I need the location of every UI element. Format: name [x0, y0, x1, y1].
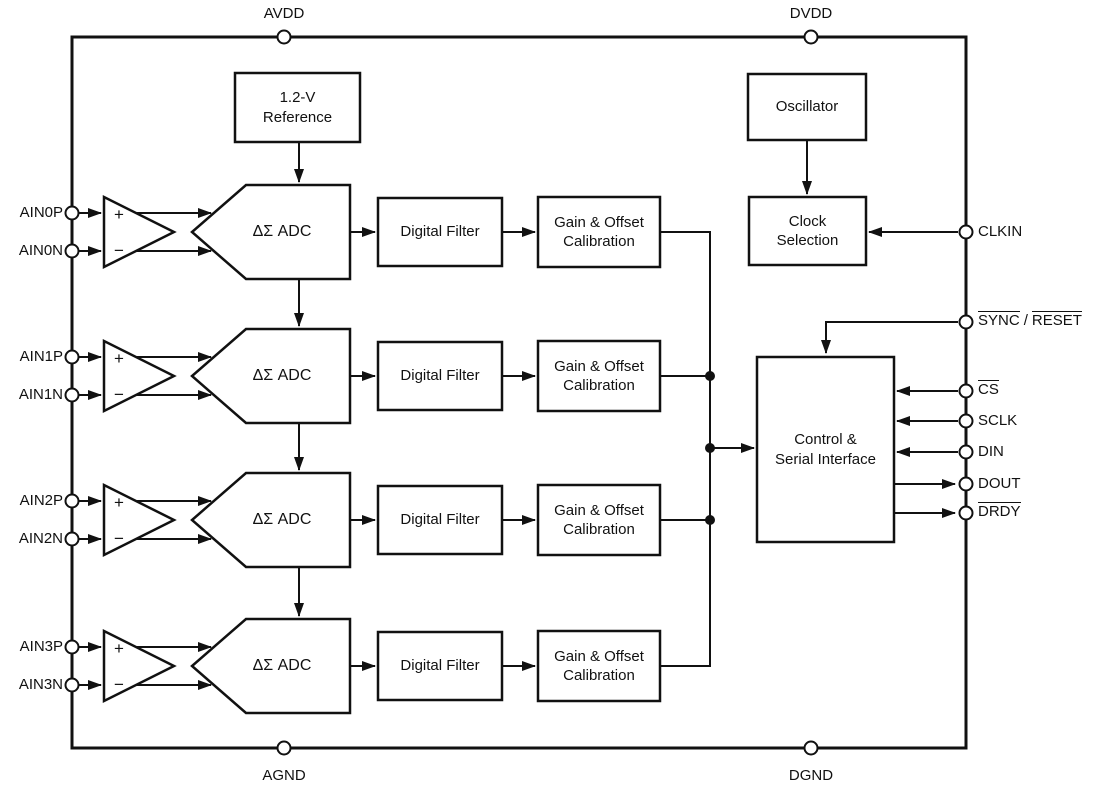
pga-minus-sign: −: [114, 675, 124, 694]
digital-filter-box: [376, 484, 504, 556]
avdd-terminal: [276, 29, 292, 45]
gain-offset-block-label: Gain & Offset Calibration: [554, 357, 644, 395]
adc-pentagon: [190, 617, 352, 715]
pin-label-ain3n: AIN3N: [18, 676, 63, 693]
pga-triangle: [102, 482, 177, 558]
digital-filter-block-label: Digital Filter: [400, 511, 480, 529]
gain-offset-block-label: Gain & Offset Calibration: [554, 213, 644, 251]
gain-offset-block-label: Gain & Offset Calibration: [554, 501, 644, 539]
pin-label-drdy: DRDY: [978, 502, 1021, 522]
channel-2-graphics: [64, 471, 711, 569]
pga-plus-sign: +: [114, 639, 124, 658]
digital-filter-box: [376, 196, 504, 268]
pga-minus-sign: −: [114, 385, 124, 404]
sync-reset-separator: /: [1023, 312, 1028, 329]
serial-interface-wires: [821, 227, 958, 518]
adc-pentagon: [190, 183, 352, 281]
digital-filter-block-label: Digital Filter: [400, 657, 480, 675]
clkin-terminal: [958, 224, 974, 240]
drdy-overlined: DRDY: [978, 502, 1021, 520]
pin-label-ain1p: AIN1P: [19, 348, 63, 365]
pga-triangle: [102, 338, 177, 414]
clock-selection-box: [747, 195, 868, 267]
pin-label-ain0n: AIN0N: [18, 242, 63, 259]
adc-block-label: ΔΣ ADC: [252, 656, 312, 674]
junction-dot: [705, 371, 715, 381]
sclk-terminal: [958, 413, 974, 429]
control-serial-block-label: Control & Serial Interface: [775, 431, 876, 468]
pga-minus-sign: −: [114, 241, 124, 260]
pin-terminal: [64, 531, 80, 547]
pin-terminal: [64, 639, 80, 655]
digital-filter-box: [376, 340, 504, 412]
cs-terminal: [958, 383, 974, 399]
digital-filter-block-label: Digital Filter: [400, 367, 480, 385]
clock-selection-block-label: Clock Selection: [776, 212, 839, 250]
sync-reset-terminal: [958, 314, 974, 330]
pga-minus-sign: −: [114, 529, 124, 548]
pga-triangle: [102, 194, 177, 270]
sync-reset-wire: [821, 321, 958, 354]
pin-label-din: DIN: [978, 443, 1004, 460]
agnd-terminal: [276, 740, 292, 756]
pin-label-avdd: AVDD: [263, 5, 305, 22]
adc-block-label: ΔΣ ADC: [252, 510, 312, 528]
pin-terminal: [64, 243, 80, 259]
oscillator-block-label: Oscillator: [775, 98, 839, 116]
channel-1-graphics: [64, 327, 711, 425]
pin-label-agnd: AGND: [262, 767, 306, 784]
pin-label-cs: CS: [978, 380, 999, 400]
sync-overlined: SYNC: [978, 311, 1020, 329]
pin-label-ain0p: AIN0P: [19, 204, 63, 221]
pga-triangle: [102, 628, 177, 704]
digital-filter-box: [376, 630, 504, 702]
pin-label-sync-reset: SYNC/RESET: [978, 311, 1082, 331]
pin-label-ain1n: AIN1N: [18, 386, 63, 403]
adc-block-label: ΔΣ ADC: [252, 222, 312, 240]
adc-pentagon: [190, 327, 352, 425]
pin-label-clkin: CLKIN: [978, 223, 1023, 240]
gain-offset-block-label: Gain & Offset Calibration: [554, 647, 644, 685]
channel-0-graphics: [64, 183, 711, 281]
pga-plus-sign: +: [114, 205, 124, 224]
adc-pentagon: [190, 471, 352, 569]
gain-offset-box: [536, 195, 662, 269]
dout-terminal: [958, 476, 974, 492]
drdy-terminal: [958, 505, 974, 521]
control-serial-box: [755, 355, 896, 544]
pin-terminal: [64, 387, 80, 403]
cs-overlined: CS: [978, 380, 999, 398]
reference-box: [233, 71, 362, 144]
pin-terminal: [64, 349, 80, 365]
dgnd-terminal: [803, 740, 819, 756]
pin-terminal: [64, 205, 80, 221]
oscillator-box: [746, 72, 868, 142]
digital-filter-block-label: Digital Filter: [400, 223, 480, 241]
pga-plus-sign: +: [114, 493, 124, 512]
pin-terminal: [64, 493, 80, 509]
gain-offset-box: [536, 483, 662, 557]
pin-label-ain3p: AIN3P: [19, 638, 63, 655]
reset-overlined: RESET: [1031, 311, 1082, 329]
pin-terminal: [64, 677, 80, 693]
junction-dot: [705, 515, 715, 525]
pin-label-sclk: SCLK: [978, 412, 1018, 429]
pin-label-dvdd: DVDD: [789, 5, 833, 22]
pin-label-dgnd: DGND: [788, 767, 834, 784]
bus-junction-dots: [705, 371, 715, 525]
adc-block-label: ΔΣ ADC: [252, 366, 312, 384]
pin-label-ain2p: AIN2P: [19, 492, 63, 509]
pga-plus-sign: +: [114, 349, 124, 368]
junction-dot: [705, 443, 715, 453]
gain-offset-box: [536, 629, 662, 703]
din-terminal: [958, 444, 974, 460]
pin-label-ain2n: AIN2N: [18, 530, 63, 547]
channel-bus: [709, 231, 755, 667]
reference-block-label: 1.2-V Reference: [262, 89, 333, 126]
pin-label-dout: DOUT: [978, 475, 1021, 492]
channel-3-graphics: [64, 617, 711, 715]
dvdd-terminal: [803, 29, 819, 45]
gain-offset-box: [536, 339, 662, 413]
